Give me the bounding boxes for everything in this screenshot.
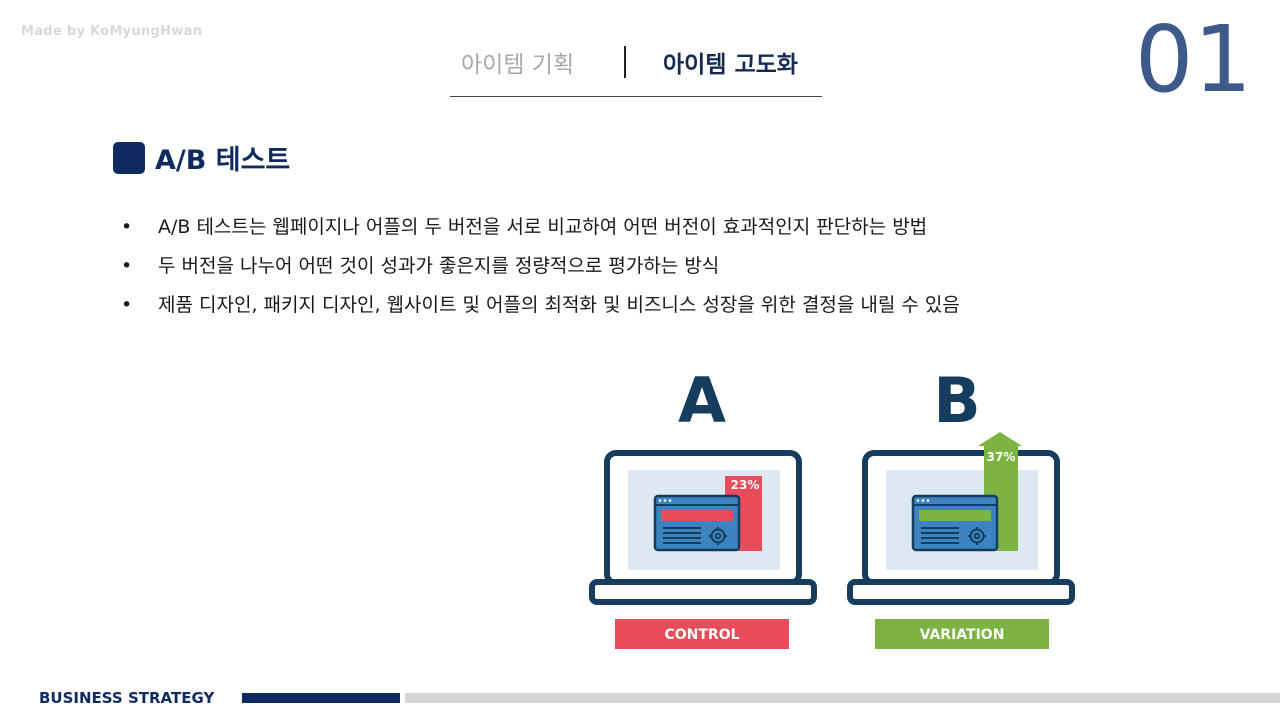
ab-test-illustration: A 23% [589,364,1075,649]
tab-item-planning[interactable]: 아이템 기획 [461,52,575,78]
bullet-marker: • [121,255,133,277]
bullet-marker: • [121,294,133,316]
footer-bar-track [405,693,1280,703]
watermark: Made by KoMyungHwan [21,24,203,39]
variant-a-letter: A [678,364,726,437]
browser-window-b-icon [911,494,999,552]
variant-b-percent: 37% [987,450,1016,464]
bullet-text: 두 버전을 나누어 어떤 것이 성과가 좋은지를 정량적으로 평가하는 방식 [158,255,720,277]
variant-b-group: B 37% [847,364,1075,649]
control-label-box [615,619,789,649]
bullet-item: • 제품 디자인, 패키지 디자인, 웹사이트 및 어플의 최적화 및 비즈니스… [115,286,960,325]
bullet-text: A/B 테스트는 웹페이지나 어플의 두 버전을 서로 비교하여 어떤 버전이 … [158,216,928,238]
variation-label: VARIATION [920,627,1005,643]
bullet-list: • A/B 테스트는 웹페이지나 어플의 두 버전을 서로 비교하여 어떤 버전… [115,208,960,325]
bullet-item: • A/B 테스트는 웹페이지나 어플의 두 버전을 서로 비교하여 어떤 버전… [115,208,960,247]
tab-divider [624,46,626,78]
variant-b-letter: B [933,364,980,437]
variant-a-group: A 23% [589,364,817,649]
footer-bar-accent [242,693,400,703]
bullet-item: • 두 버전을 나누어 어떤 것이 성과가 좋은지를 정량적으로 평가하는 방식 [115,247,960,286]
footer-label: BUSINESS STRATEGY [39,689,215,707]
variant-a-percent: 23% [731,478,760,492]
tab-item-advancement[interactable]: 아이템 고도화 [663,52,798,78]
bullet-marker: • [121,216,133,238]
control-label: CONTROL [664,627,739,643]
section-header: A/B 테스트 [113,138,290,177]
variation-label-box [875,619,1049,649]
bullet-text: 제품 디자인, 패키지 디자인, 웹사이트 및 어플의 최적화 및 비즈니스 성… [158,294,960,316]
section-title: A/B 테스트 [155,145,291,176]
browser-window-a-icon [653,494,741,552]
section-square-icon [113,141,145,174]
tab-bar: 아이템 기획 아이템 고도화 [450,40,822,97]
page-number: 01 [1134,6,1252,113]
